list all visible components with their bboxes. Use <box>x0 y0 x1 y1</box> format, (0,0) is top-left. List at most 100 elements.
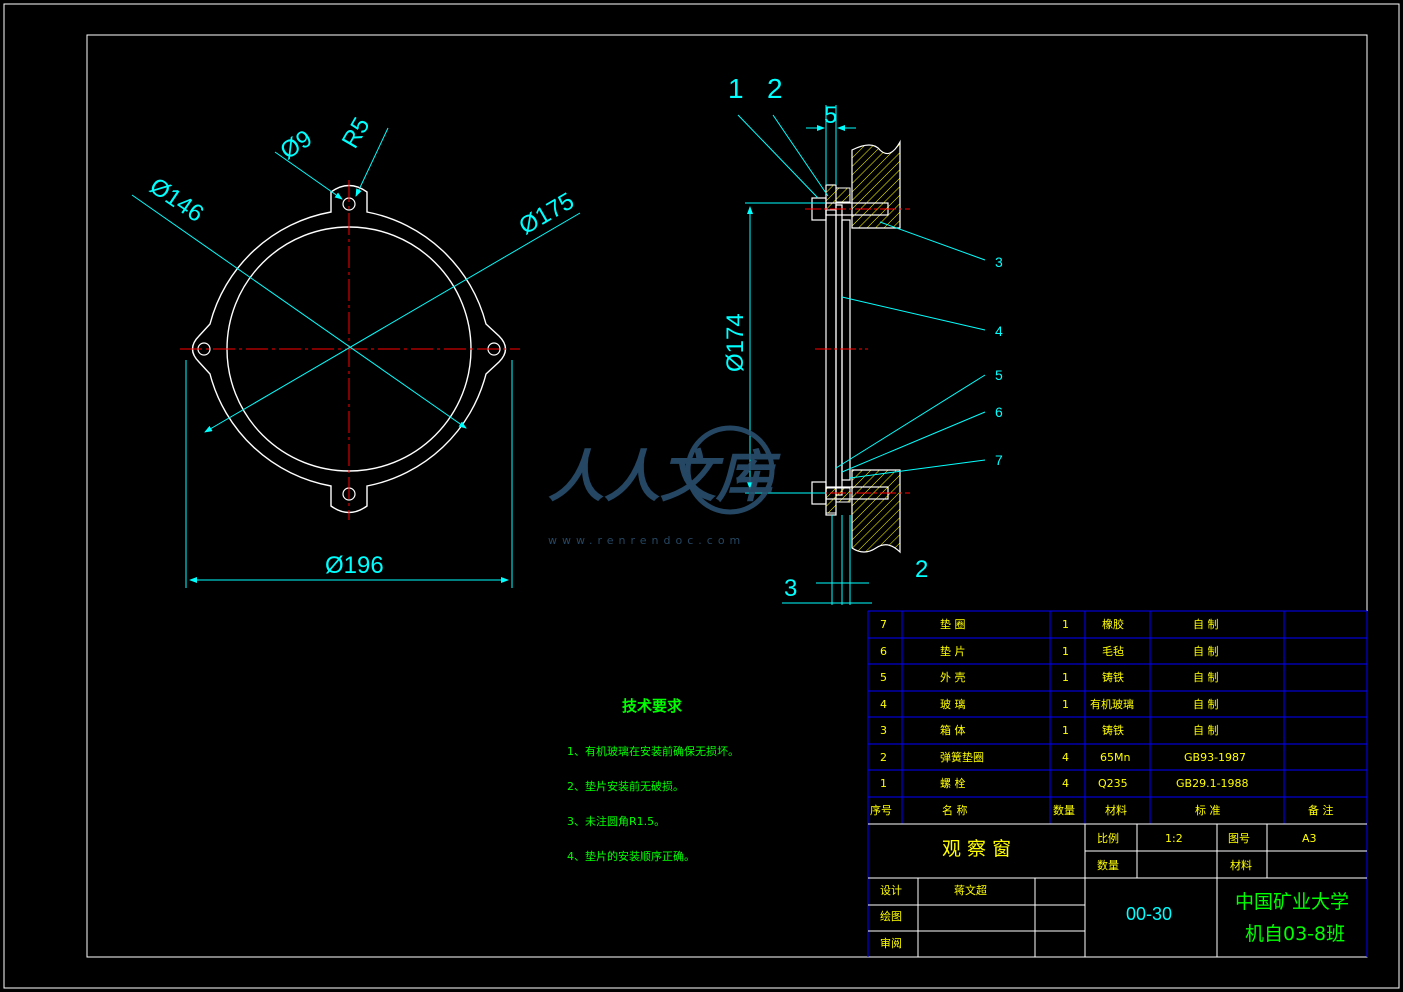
bom-cell: 有机玻璃 <box>1090 697 1134 711</box>
bom-cell: 橡胶 <box>1102 617 1124 631</box>
bom-header-cell: 名 称 <box>942 803 968 817</box>
school-name: 中国矿业大学 <box>1235 891 1349 913</box>
housing-wall-bottom <box>851 469 901 554</box>
bom-cell: GB29.1-1988 <box>1176 777 1249 790</box>
bom-cell: 外 壳 <box>940 670 966 684</box>
design-label: 设计 <box>880 884 902 897</box>
bom-cell: 毛毡 <box>1102 645 1124 658</box>
dim-text-196: Ø196 <box>325 552 384 579</box>
tech-item-4: 4、垫片的安装顺序正确。 <box>567 849 695 863</box>
bom-row: 7 垫 圈 1 橡胶 自 制 <box>880 617 1219 631</box>
bom-cell: 1 <box>880 777 887 790</box>
bom-cell: 螺 栓 <box>940 776 966 790</box>
bom-rows: 7 垫 圈 1 橡胶 自 制 6 垫 片 1 毛毡 自 制 5 外 壳 1 铸铁… <box>870 617 1334 817</box>
leader-3 <box>879 221 986 261</box>
callout-7: 7 <box>995 452 1003 468</box>
bom-cell: 铸铁 <box>1102 670 1124 684</box>
bom-cell: 5 <box>880 671 887 684</box>
bom-cell: 4 <box>1062 777 1069 790</box>
bom-cell: 铸铁 <box>1102 723 1124 737</box>
outer-border <box>3 3 1400 989</box>
watermark-logo-icon <box>685 425 775 515</box>
sheet-label: 图号 <box>1228 832 1250 845</box>
bom-cell: 1 <box>1062 698 1069 711</box>
bom-table <box>867 610 1368 957</box>
tech-requirements: 技术要求 1、有机玻璃在安装前确保无损坏。 2、垫片安装前无破损。 3、未注圆角… <box>567 697 739 863</box>
bom-cell: 7 <box>880 618 887 631</box>
dim-line-146 <box>131 194 467 429</box>
dim-line-9 <box>274 151 343 200</box>
dim-text-3: 3 <box>784 575 797 602</box>
leader-4 <box>841 296 986 331</box>
sheet-value: A3 <box>1302 832 1317 845</box>
bom-row: 5 外 壳 1 铸铁 自 制 <box>880 670 1219 684</box>
leader-6 <box>841 411 986 473</box>
bom-header: 序号 名 称 数量 材料 标 准 备 注 <box>870 803 1334 817</box>
draw-label: 绘图 <box>880 909 902 923</box>
glass-pane <box>835 204 843 496</box>
side-view: 1 2 3 4 5 6 7 5 Ø174 3 2 <box>722 73 1003 605</box>
bom-cell: 弹簧垫圈 <box>940 750 984 764</box>
bom-cell: GB93-1987 <box>1184 751 1246 764</box>
bom-cell: 1 <box>1062 618 1069 631</box>
title-block-lines <box>868 823 1367 957</box>
dim-text-r5: R5 <box>337 113 376 153</box>
callout-6: 6 <box>995 404 1003 420</box>
drawing-name: 观 察 窗 <box>942 838 1011 860</box>
callout-3: 3 <box>995 254 1003 270</box>
bom-cell: 自 制 <box>1193 698 1219 711</box>
bom-cell: 1 <box>1062 645 1069 658</box>
dim-text-174: Ø174 <box>722 313 749 372</box>
gasket-hatch-top <box>835 187 851 203</box>
drawing-number: 00-30 <box>1126 904 1172 924</box>
qty-label: 数量 <box>1097 859 1119 872</box>
bom-cell: 垫 片 <box>940 644 966 658</box>
dim-text-5: 5 <box>824 102 837 129</box>
bom-cell: 6 <box>880 645 887 658</box>
dim-text-2: 2 <box>915 556 928 583</box>
callout-4: 4 <box>995 323 1003 339</box>
bom-cell: 3 <box>880 724 887 737</box>
bom-cell: 自 制 <box>1193 618 1219 631</box>
bom-header-cell: 序号 <box>870 803 892 817</box>
bom-cell: 1 <box>1062 724 1069 737</box>
front-view: Ø146 Ø9 R5 Ø175 Ø196 <box>131 113 581 588</box>
bom-cell: 自 制 <box>1193 671 1219 684</box>
leader-7 <box>849 459 986 479</box>
leader-5 <box>835 374 986 469</box>
shell-hatch-top <box>825 184 837 211</box>
bom-header-cell: 标 准 <box>1195 803 1221 817</box>
scale-value: 1:2 <box>1165 832 1183 845</box>
bom-cell: 4 <box>880 698 887 711</box>
bom-row: 4 玻 璃 1 有机玻璃 自 制 <box>880 697 1219 711</box>
bom-cell: 自 制 <box>1193 645 1219 658</box>
bom-header-cell: 数量 <box>1053 804 1075 817</box>
bom-row: 1 螺 栓 4 Q235 GB29.1-1988 <box>880 776 1249 790</box>
leader-1 <box>737 114 819 199</box>
flange-outline <box>191 184 507 514</box>
dim-text-146: Ø146 <box>145 173 209 228</box>
bom-cell: 自 制 <box>1193 724 1219 737</box>
bom-cell: 玻 璃 <box>940 697 966 711</box>
callout-5: 5 <box>995 367 1003 383</box>
bom-cell: 箱 体 <box>940 723 966 737</box>
bom-row: 6 垫 片 1 毛毡 自 制 <box>880 644 1219 658</box>
scale-label: 比例 <box>1097 831 1119 845</box>
watermark-url: www.renrendoc.com <box>548 534 745 547</box>
tech-item-2: 2、垫片安装前无破损。 <box>567 779 684 793</box>
bom-cell: 4 <box>1062 751 1069 764</box>
title-block: 观 察 窗 比例 1:2 图号 A3 数量 材料 设计 蒋文超 绘图 审阅 00… <box>880 831 1349 950</box>
dim-line-r5 <box>355 127 389 197</box>
review-label: 审阅 <box>880 936 902 950</box>
tech-item-1: 1、有机玻璃在安装前确保无损坏。 <box>567 744 739 758</box>
bom-row: 2 弹簧垫圈 4 65Mn GB93-1987 <box>880 750 1246 764</box>
callout-1: 1 <box>728 73 744 104</box>
watermark: 人人文库 www.renrendoc.com <box>548 425 781 547</box>
bom-row: 3 箱 体 1 铸铁 自 制 <box>880 723 1219 737</box>
gasket <box>841 219 851 481</box>
watermark-text: 人人文库 <box>548 445 781 510</box>
drawing-frame <box>86 34 1368 958</box>
designer-name: 蒋文超 <box>954 883 987 897</box>
bom-header-cell: 备 注 <box>1308 803 1334 817</box>
